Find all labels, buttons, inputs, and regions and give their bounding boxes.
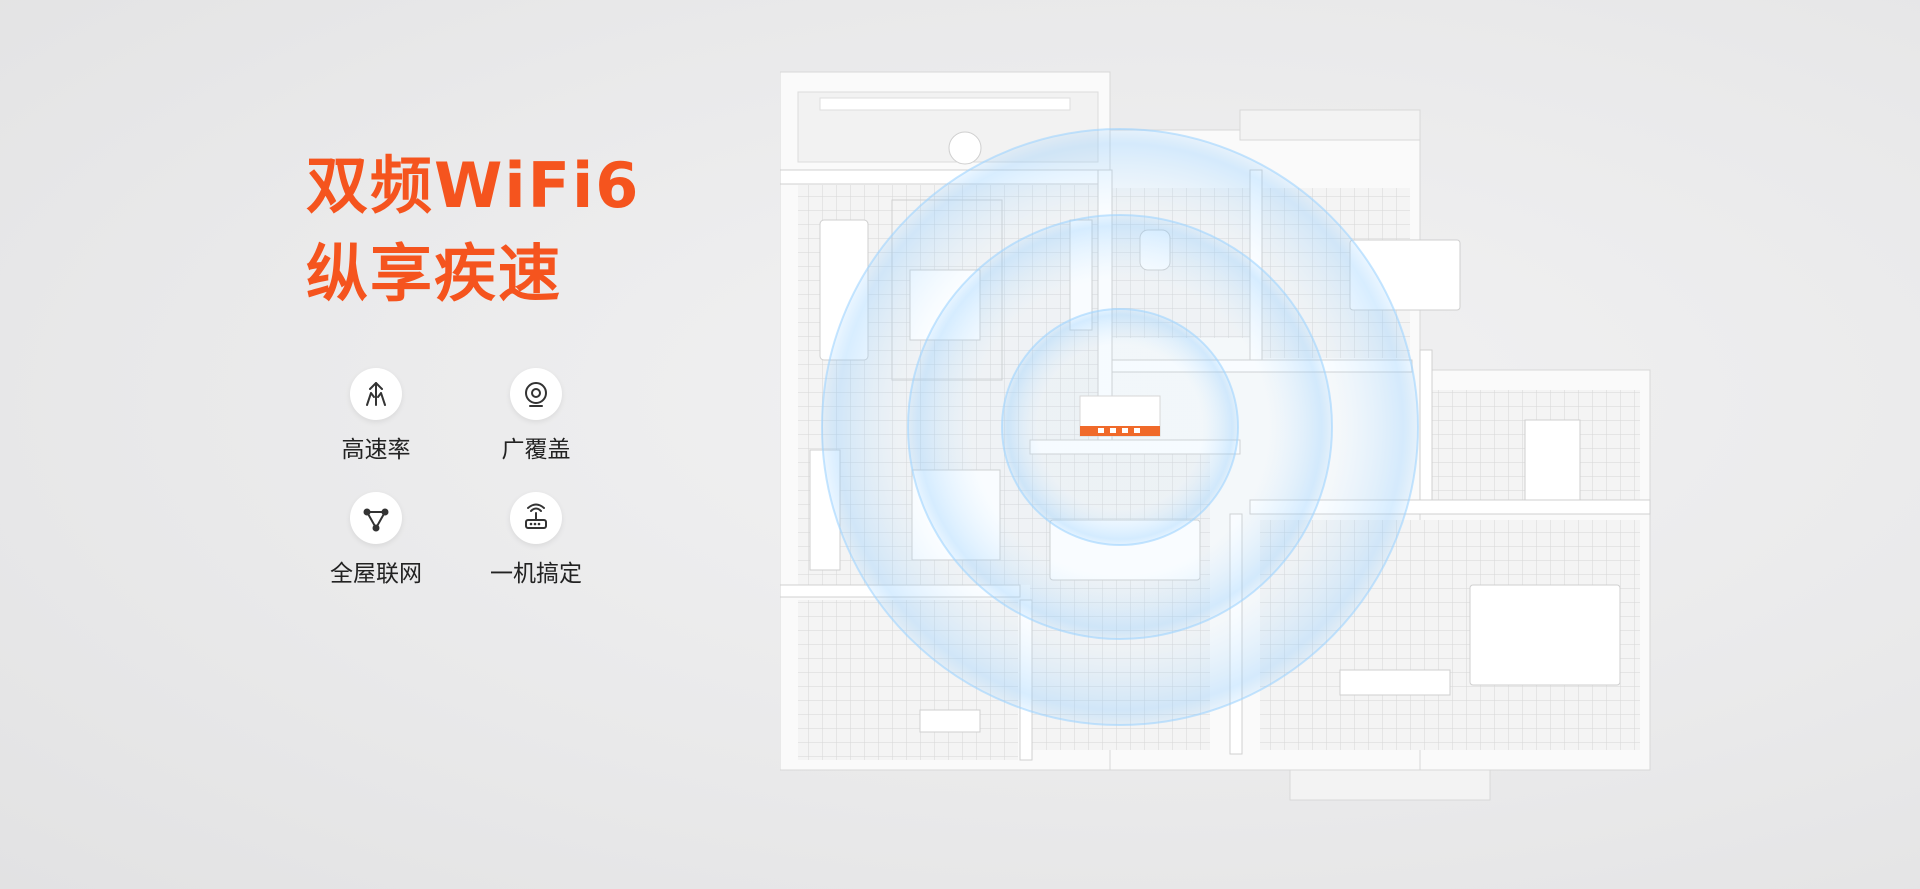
- feature-high-speed: 高速率: [306, 368, 446, 464]
- feature-one-device: 一机搞定: [466, 492, 606, 588]
- coverage-icon: [510, 368, 562, 420]
- feature-label: 全屋联网: [330, 561, 422, 587]
- feature-whole-home-network: 全屋联网: [306, 492, 446, 588]
- speed-arrows-icon: [350, 368, 402, 420]
- feature-wide-coverage: 广覆盖: [466, 368, 606, 464]
- router-device: [1079, 395, 1161, 437]
- feature-label: 广覆盖: [501, 437, 571, 463]
- headline-line-2: 纵享疾速: [306, 237, 563, 310]
- headline: 双频WiFi6 纵享疾速: [306, 142, 640, 318]
- feature-label: 一机搞定: [490, 561, 582, 587]
- headline-line-1: 双频WiFi6: [306, 149, 641, 222]
- router-icon: [510, 492, 562, 544]
- feature-label: 高速率: [341, 437, 411, 463]
- floor-plan-illustration: [780, 71, 1651, 801]
- mesh-network-icon: [350, 492, 402, 544]
